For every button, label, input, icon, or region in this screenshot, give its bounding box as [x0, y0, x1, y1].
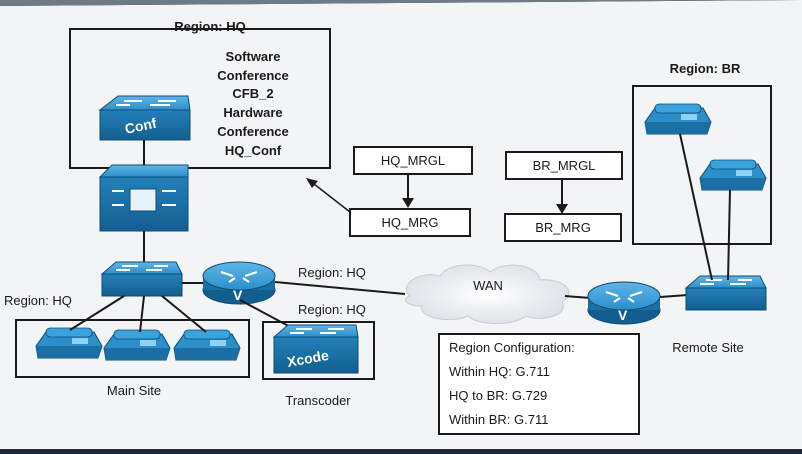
remote-site-label: Remote Site: [672, 340, 744, 355]
top-shadow: [0, 0, 802, 6]
region-config-line-2: HQ to BR: G.729: [449, 388, 547, 403]
hq-mrgl-box: [353, 146, 473, 175]
main-phone-2-icon: [103, 329, 171, 361]
wan-to-br-router-line: [564, 295, 591, 299]
br-mrgl-label: BR_MRGL: [533, 158, 596, 173]
xcode-device-icon: Xcode: [272, 324, 359, 374]
conference-bridge-icon: Conf: [98, 95, 191, 141]
br-mrg-label: BR_MRG: [535, 220, 591, 235]
region-br-title: Region: BR: [670, 61, 741, 76]
hq-line-1: Software: [226, 49, 281, 64]
main-phone-3-line: [161, 295, 207, 333]
region-config-title: Region Configuration:: [449, 340, 575, 355]
call-manager-icon: [98, 164, 189, 232]
hq-mrg-to-region-line: [313, 183, 351, 213]
hq-mrg-box: [349, 208, 471, 237]
region-hq-main-label: Region: HQ: [4, 293, 72, 308]
region-hq-wan-label: Region: HQ: [298, 265, 366, 280]
br-router-icon: V: [587, 281, 661, 325]
hq-router-label: V: [233, 287, 243, 303]
region-hq-title: Region: HQ: [174, 19, 246, 34]
main-phone-3-icon: [173, 329, 241, 361]
hq-line-3: CFB_2: [232, 86, 273, 101]
main-phone-1-icon: [35, 327, 103, 359]
br-router-label: V: [618, 307, 628, 323]
region-hq-xcode-label: Region: HQ: [298, 302, 366, 317]
region-config-box: [438, 333, 640, 435]
xcode-label: Xcode: [286, 347, 330, 370]
hq-router-icon: V: [202, 261, 276, 305]
br-phone-1-line: [679, 133, 713, 281]
conf-label: Conf: [123, 115, 158, 137]
hq-line-4: Hardware: [223, 105, 282, 120]
br-phone-2-icon: [699, 159, 767, 191]
hq-line-2: Conference: [217, 68, 289, 83]
hq-line-6: HQ_Conf: [225, 143, 282, 158]
router-to-wan-line: [274, 281, 406, 295]
region-hq-box: [69, 28, 331, 169]
hq-mrgl-arrowhead: [402, 198, 414, 208]
br-router-to-switch-line: [659, 294, 689, 298]
hq-switch-icon: [101, 261, 183, 297]
router-to-xcode-line: [239, 299, 297, 331]
br-mrg-box: [504, 213, 622, 242]
hq-line-5: Conference: [217, 124, 289, 139]
br-mrgl-arrowhead: [556, 204, 568, 214]
main-phone-1-line: [69, 295, 125, 331]
wan-label: WAN: [473, 278, 503, 293]
main-site-box: [15, 319, 250, 378]
hq-mrgl-label: HQ_MRGL: [381, 153, 445, 168]
transcoder-box: [262, 321, 375, 380]
region-config-line-1: Within HQ: G.711: [449, 364, 550, 379]
region-config-line-3: Within BR: G.711: [449, 412, 548, 427]
wan-cloud-icon: WAN: [405, 264, 570, 324]
hq-mrg-arrowhead: [306, 178, 318, 188]
br-mrgl-box: [505, 151, 623, 180]
main-phone-2-line: [139, 295, 145, 333]
br-switch-icon: [685, 275, 767, 311]
region-br-box: [632, 85, 772, 245]
hq-mrg-label: HQ_MRG: [381, 215, 438, 230]
br-phone-1-icon: [644, 103, 712, 135]
br-phone-2-line: [727, 189, 731, 281]
main-site-label: Main Site: [107, 383, 161, 398]
transcoder-label: Transcoder: [285, 393, 351, 408]
